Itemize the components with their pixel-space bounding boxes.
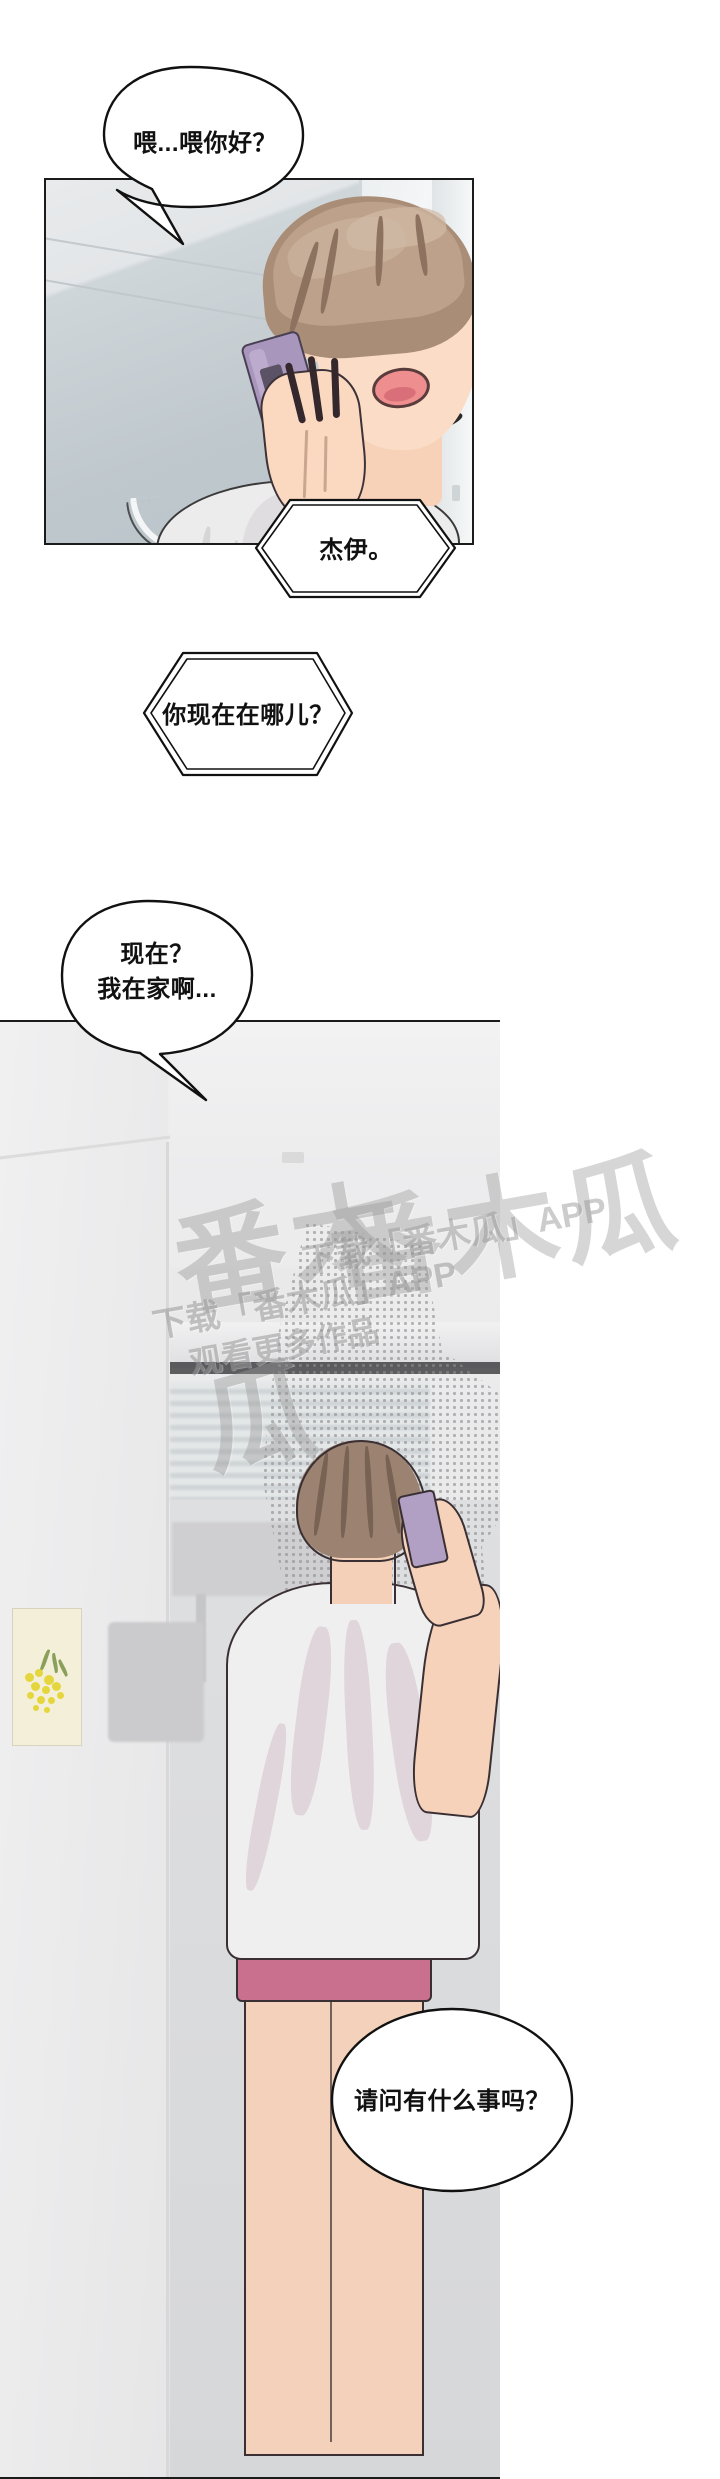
- mimosa-flowers: [19, 1648, 75, 1713]
- wall-painting-frame: [12, 1608, 82, 1746]
- character-mouth-inner: [383, 385, 417, 404]
- panel2-wall-edge: [166, 1142, 169, 2477]
- panel2-ceiling: [170, 1022, 500, 1172]
- bubble-5-text: 请问有什么事吗？: [354, 2088, 550, 2115]
- panel2-ceiling-vent: [282, 1152, 304, 1163]
- character2-neck-outline: [330, 1538, 396, 1604]
- comic-panel-1: [44, 178, 474, 545]
- panel2-chair: [108, 1622, 204, 1742]
- panel2-left-wall: [0, 1022, 168, 2477]
- bubble-2-text: 杰伊。: [319, 537, 393, 564]
- comic-panel-2: 番木瓜 下载「番木瓜」APP 观看更多作品: [0, 1020, 500, 2479]
- character2-leg-split: [330, 2002, 332, 2442]
- panel1-door-knob: [452, 485, 460, 501]
- bubble-3-text: 你现在在哪儿？: [162, 702, 334, 729]
- comic-page: 番木瓜 下载「番木瓜」APP 观看更多作品 番木瓜 下载「番木瓜」APP 喂..: [0, 65, 690, 2479]
- character2-legs: [244, 1982, 424, 2456]
- bubble-1-text: 喂...喂你好？: [132, 130, 277, 157]
- bubble-4-text: 现在？ 我在家啊...: [97, 941, 217, 1003]
